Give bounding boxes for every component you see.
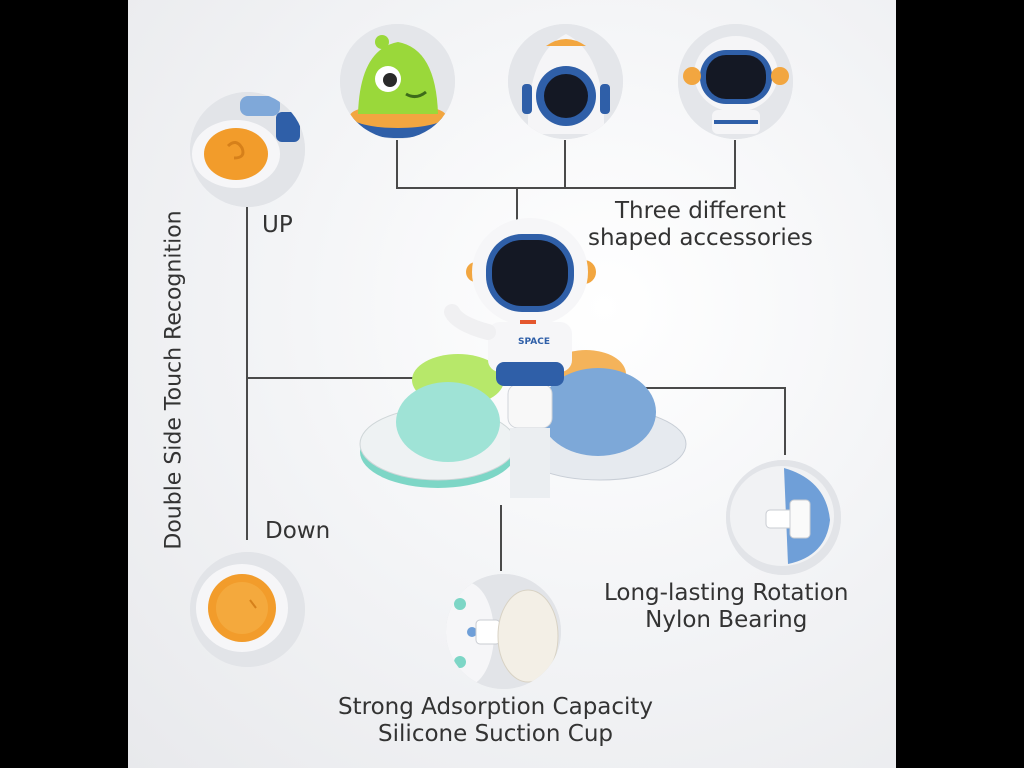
leader-line (564, 140, 566, 188)
bearing-circle (726, 460, 841, 575)
accessories-line-2: shaped accessories (588, 225, 813, 251)
product-infographic: SPACE Double Side Touch Recognition UP D… (128, 0, 896, 768)
down-button-circle (190, 552, 305, 667)
suction-cup-circle (446, 574, 561, 689)
rotation-label: Long-lasting Rotation Nylon Bearing (604, 580, 849, 634)
rocket-accessory-circle (508, 24, 623, 139)
leader-line (516, 187, 518, 223)
accessories-line-1: Three different (615, 198, 786, 224)
leader-line (246, 377, 428, 379)
alien-accessory-icon (340, 24, 455, 139)
leader-line (734, 140, 736, 188)
down-label: Down (265, 518, 330, 545)
leader-line (396, 140, 398, 188)
up-label: UP (262, 212, 293, 239)
accessories-label: Three different shaped accessories (588, 198, 813, 252)
touch-recognition-label: Double Side Touch Recognition (161, 210, 188, 549)
leader-line (618, 387, 786, 389)
touch-recognition-text: Double Side Touch Recognition (161, 210, 187, 550)
up-button-icon (190, 92, 305, 207)
space-badge-text: SPACE (518, 337, 550, 347)
suction-cup-icon (446, 574, 561, 689)
rotation-line-2: Nylon Bearing (645, 607, 808, 633)
leader-line (246, 205, 248, 540)
astronaut-accessory-circle (678, 24, 793, 139)
up-button-circle (190, 92, 305, 207)
leader-line (784, 387, 786, 455)
down-text: Down (265, 518, 331, 544)
suction-label: Strong Adsorption Capacity Silicone Suct… (338, 694, 653, 748)
leader-line (396, 187, 736, 189)
leader-line (500, 505, 502, 571)
astronaut-accessory-icon (678, 24, 793, 139)
suction-line-1: Strong Adsorption Capacity (338, 694, 654, 720)
down-button-icon (190, 552, 305, 667)
spinner-toy-icon: SPACE (359, 218, 687, 498)
bearing-icon (726, 460, 841, 575)
rotation-line-1: Long-lasting Rotation (604, 580, 849, 606)
suction-line-2: Silicone Suction Cup (378, 721, 613, 747)
rocket-accessory-icon (508, 24, 623, 139)
alien-accessory-circle (340, 24, 455, 139)
up-text: UP (262, 212, 293, 238)
